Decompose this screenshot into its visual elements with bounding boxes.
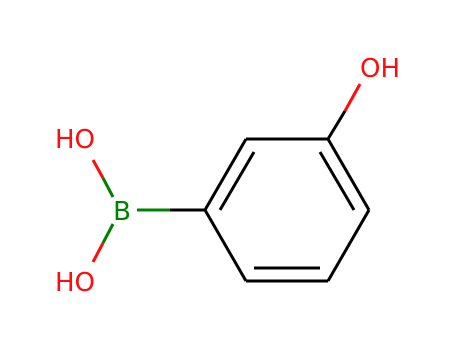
bond-c-oh-red — [343, 83, 362, 112]
bond-b-o-lower-red — [91, 242, 105, 263]
bond-b-o-upper-green — [101, 177, 115, 198]
ring-bond-c6-c1 — [203, 209, 248, 282]
bond-c-oh — [326, 110, 347, 140]
atom-label-ho-upper: HO — [55, 125, 95, 155]
ring-bond-c1-c2 — [203, 138, 248, 211]
bond-b-o-upper-red — [91, 159, 105, 179]
ring-bond-c4-c5 — [326, 209, 371, 282]
bond-b-o-lower-green — [101, 223, 115, 244]
double-bond-inner-left — [218, 151, 256, 211]
atom-label-boron: B — [113, 197, 131, 227]
ring-bond-c3-c4 — [326, 138, 371, 211]
atom-label-ho-lower: HO — [55, 268, 95, 298]
atom-label-oh-top: OH — [360, 54, 400, 84]
double-bond-inner-right — [318, 151, 356, 211]
